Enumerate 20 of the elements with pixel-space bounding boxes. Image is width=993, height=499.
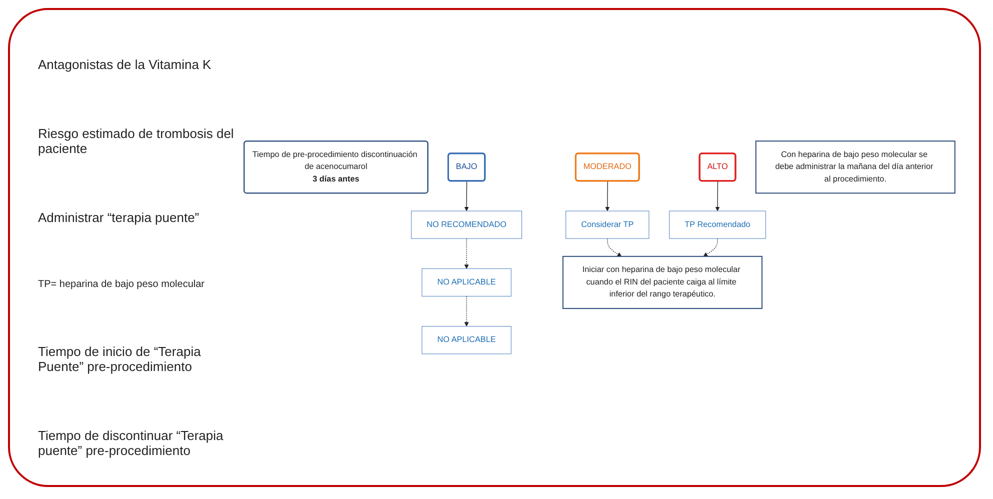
arrow bbox=[464, 238, 469, 269]
node-box: NO RECOMENDADO bbox=[411, 210, 522, 239]
row-label: Riesgo estimado de trombosis del paciente bbox=[38, 126, 235, 156]
node-box: Iniciar con heparina de bajo peso molecular cuando el RIN del paciente caiga al límite inferior del rango terapéutico. bbox=[562, 256, 762, 309]
node-box: NO APLICABLE bbox=[422, 268, 512, 296]
node-box: NO APLICABLE bbox=[422, 326, 512, 354]
node-box: Considerar TP bbox=[566, 210, 650, 239]
arrow bbox=[464, 180, 469, 212]
arrow bbox=[703, 238, 718, 257]
arrow bbox=[605, 180, 610, 212]
arrow bbox=[464, 296, 469, 327]
arrow bbox=[715, 180, 720, 212]
row-label: Administrar “terapia puente” bbox=[38, 210, 200, 225]
note-text: TP= heparina de bajo peso molecular bbox=[38, 279, 206, 290]
node-box: TP Recomendado bbox=[669, 210, 766, 239]
node-box: Con heparina de bajo peso molecular se debe administrar la mañana del día anterior al procedimiento. bbox=[755, 140, 956, 194]
row-label: Tiempo de inicio de “Terapia Puente” pre-procedimiento bbox=[38, 344, 202, 374]
arrow bbox=[607, 238, 622, 257]
row-label: Antagonistas de la Vitamina K bbox=[38, 57, 212, 72]
row-label: Tiempo de discontinuar “Terapia puente” pre-procedimiento bbox=[38, 428, 224, 458]
